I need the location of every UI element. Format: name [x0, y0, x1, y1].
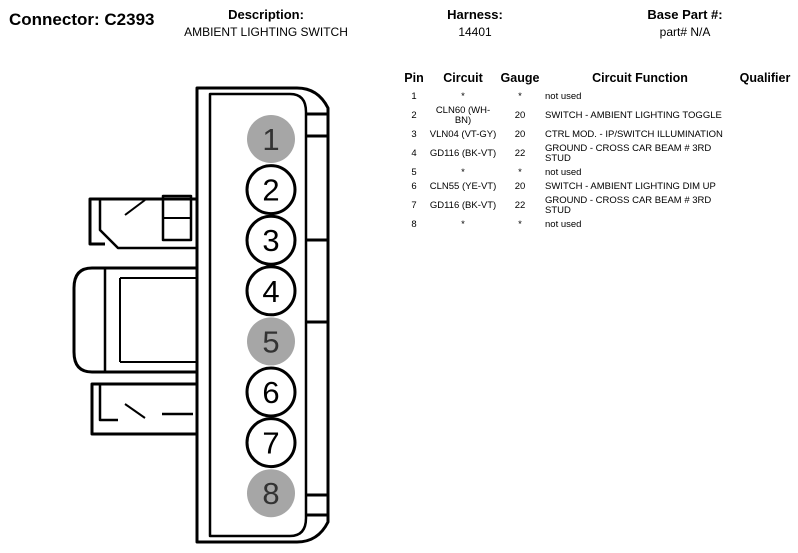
pin-6-circle — [245, 366, 297, 418]
pin-5-circle — [247, 317, 295, 366]
pin-cell: 2 — [411, 110, 417, 121]
function-cell: GROUND - CROSS CAR BEAM # 3RD STUD — [545, 195, 712, 216]
circuit-cell: GD116 (BK-VT) — [429, 148, 497, 159]
circuit-cell: * — [461, 219, 465, 230]
qualifier-cell — [735, 142, 795, 166]
gauge-cell: 22 — [514, 200, 526, 211]
qualifier-cell — [735, 218, 795, 232]
base-part-label: Base Part #: — [647, 7, 723, 22]
function-cell: SWITCH - AMBIENT LIGHTING TOGGLE — [545, 110, 722, 121]
circuit-header: Circuit — [443, 71, 483, 85]
harness-block: Harness: 14401 — [420, 7, 530, 39]
circuit-cell: * — [461, 167, 465, 178]
function-cell: not used — [545, 91, 582, 102]
connector-diagram: 1 2 3 4 5 6 7 8 — [72, 86, 330, 544]
gauge-cell: * — [518, 167, 522, 178]
qualifier-cell — [735, 128, 795, 142]
function-cell: CTRL MOD. - IP/SWITCH ILLUMINATION — [545, 129, 723, 140]
circuit-cell: VLN04 (VT-GY) — [429, 129, 497, 140]
pin-header: Pin — [404, 71, 424, 85]
gauge-cell: * — [518, 91, 522, 102]
qualifier-cell — [735, 166, 795, 180]
pin-cell: 8 — [411, 219, 417, 230]
table-row: 6 CLN55 (YE-VT) 20 SWITCH - AMBIENT LIGHTIN… — [400, 180, 795, 194]
table-row: 2 CLN60 (WH-BN) 20 SWITCH - AMBIENT LIGHTIN… — [400, 104, 795, 128]
harness-value: 14401 — [458, 25, 492, 39]
pin-1-circle — [247, 115, 295, 163]
function-cell: SWITCH - AMBIENT LIGHTING DIM UP — [545, 181, 716, 192]
function-cell: not used — [545, 167, 582, 178]
qualifier-cell — [735, 104, 795, 128]
description-label: Description: — [228, 7, 304, 22]
function-cell: not used — [545, 219, 582, 230]
qualifier-cell — [735, 180, 795, 194]
table-row: 4 GD116 (BK-VT) 22 GROUND - CROSS CAR BEAM … — [400, 142, 795, 166]
function-cell: GROUND - CROSS CAR BEAM # 3RD STUD — [545, 143, 712, 164]
circuit-cell: * — [461, 91, 465, 102]
gauge-header: Gauge — [500, 71, 540, 85]
gauge-cell: 20 — [514, 110, 526, 121]
circuit-cell: CLN60 (WH-BN) — [435, 105, 491, 126]
pin-cell: 3 — [411, 129, 417, 140]
table-row: 3 VLN04 (VT-GY) 20 CTRL MOD. - IP/SWITCH IL… — [400, 128, 795, 142]
pin-4-label: 4 — [262, 274, 279, 309]
function-header: Circuit Function — [592, 71, 688, 85]
pin-3-label: 3 — [262, 223, 279, 258]
pin-7-circle — [245, 417, 297, 469]
harness-label: Harness: — [447, 7, 503, 22]
pin-4-circle — [245, 265, 297, 317]
gauge-cell: 22 — [514, 148, 526, 159]
pinout-table: Pin Circuit Gauge Circuit Function Quali… — [400, 70, 795, 232]
table-row: 5 * * not used — [400, 166, 795, 180]
base-part-block: Base Part #: part# N/A — [620, 7, 750, 39]
gauge-cell: * — [518, 219, 522, 230]
pin-cell: 5 — [411, 167, 417, 178]
description-value: AMBIENT LIGHTING SWITCH — [184, 25, 348, 39]
pin-1-label: 1 — [262, 122, 279, 157]
pin-cell: 6 — [411, 181, 417, 192]
connector-title: Connector: C2393 — [9, 10, 155, 29]
gauge-cell: 20 — [514, 181, 526, 192]
pin-6-label: 6 — [262, 375, 279, 410]
pin-5-label: 5 — [262, 324, 279, 359]
pin-3-circle — [245, 214, 297, 266]
table-row: 1 * * not used — [400, 90, 795, 104]
qualifier-header: Qualifier — [739, 71, 791, 85]
qualifier-cell — [735, 90, 795, 104]
qualifier-cell — [735, 194, 795, 218]
table-header-row: Pin Circuit Gauge Circuit Function Quali… — [400, 70, 795, 90]
circuit-cell: GD116 (BK-VT) — [429, 200, 497, 211]
pin-2-label: 2 — [262, 173, 279, 208]
pin-cell: 4 — [411, 148, 417, 159]
pin-7-label: 7 — [262, 426, 279, 461]
pin-cell: 7 — [411, 200, 417, 211]
pin-cell: 1 — [411, 91, 417, 102]
base-part-value: part# N/A — [659, 25, 711, 39]
pin-8-label: 8 — [262, 476, 279, 511]
connector-housing — [72, 86, 330, 544]
table-row: 7 GD116 (BK-VT) 22 GROUND - CROSS CAR BEAM … — [400, 194, 795, 218]
circuit-cell: CLN55 (YE-VT) — [429, 181, 497, 192]
pin-8-circle — [247, 469, 295, 518]
pin-circles: 1 2 3 4 5 6 7 8 — [245, 115, 297, 518]
description-block: Description: AMBIENT LIGHTING SWITCH — [150, 7, 382, 39]
pin-2-circle — [245, 164, 297, 216]
gauge-cell: 20 — [514, 129, 526, 140]
table-row: 8 * * not used — [400, 218, 795, 232]
